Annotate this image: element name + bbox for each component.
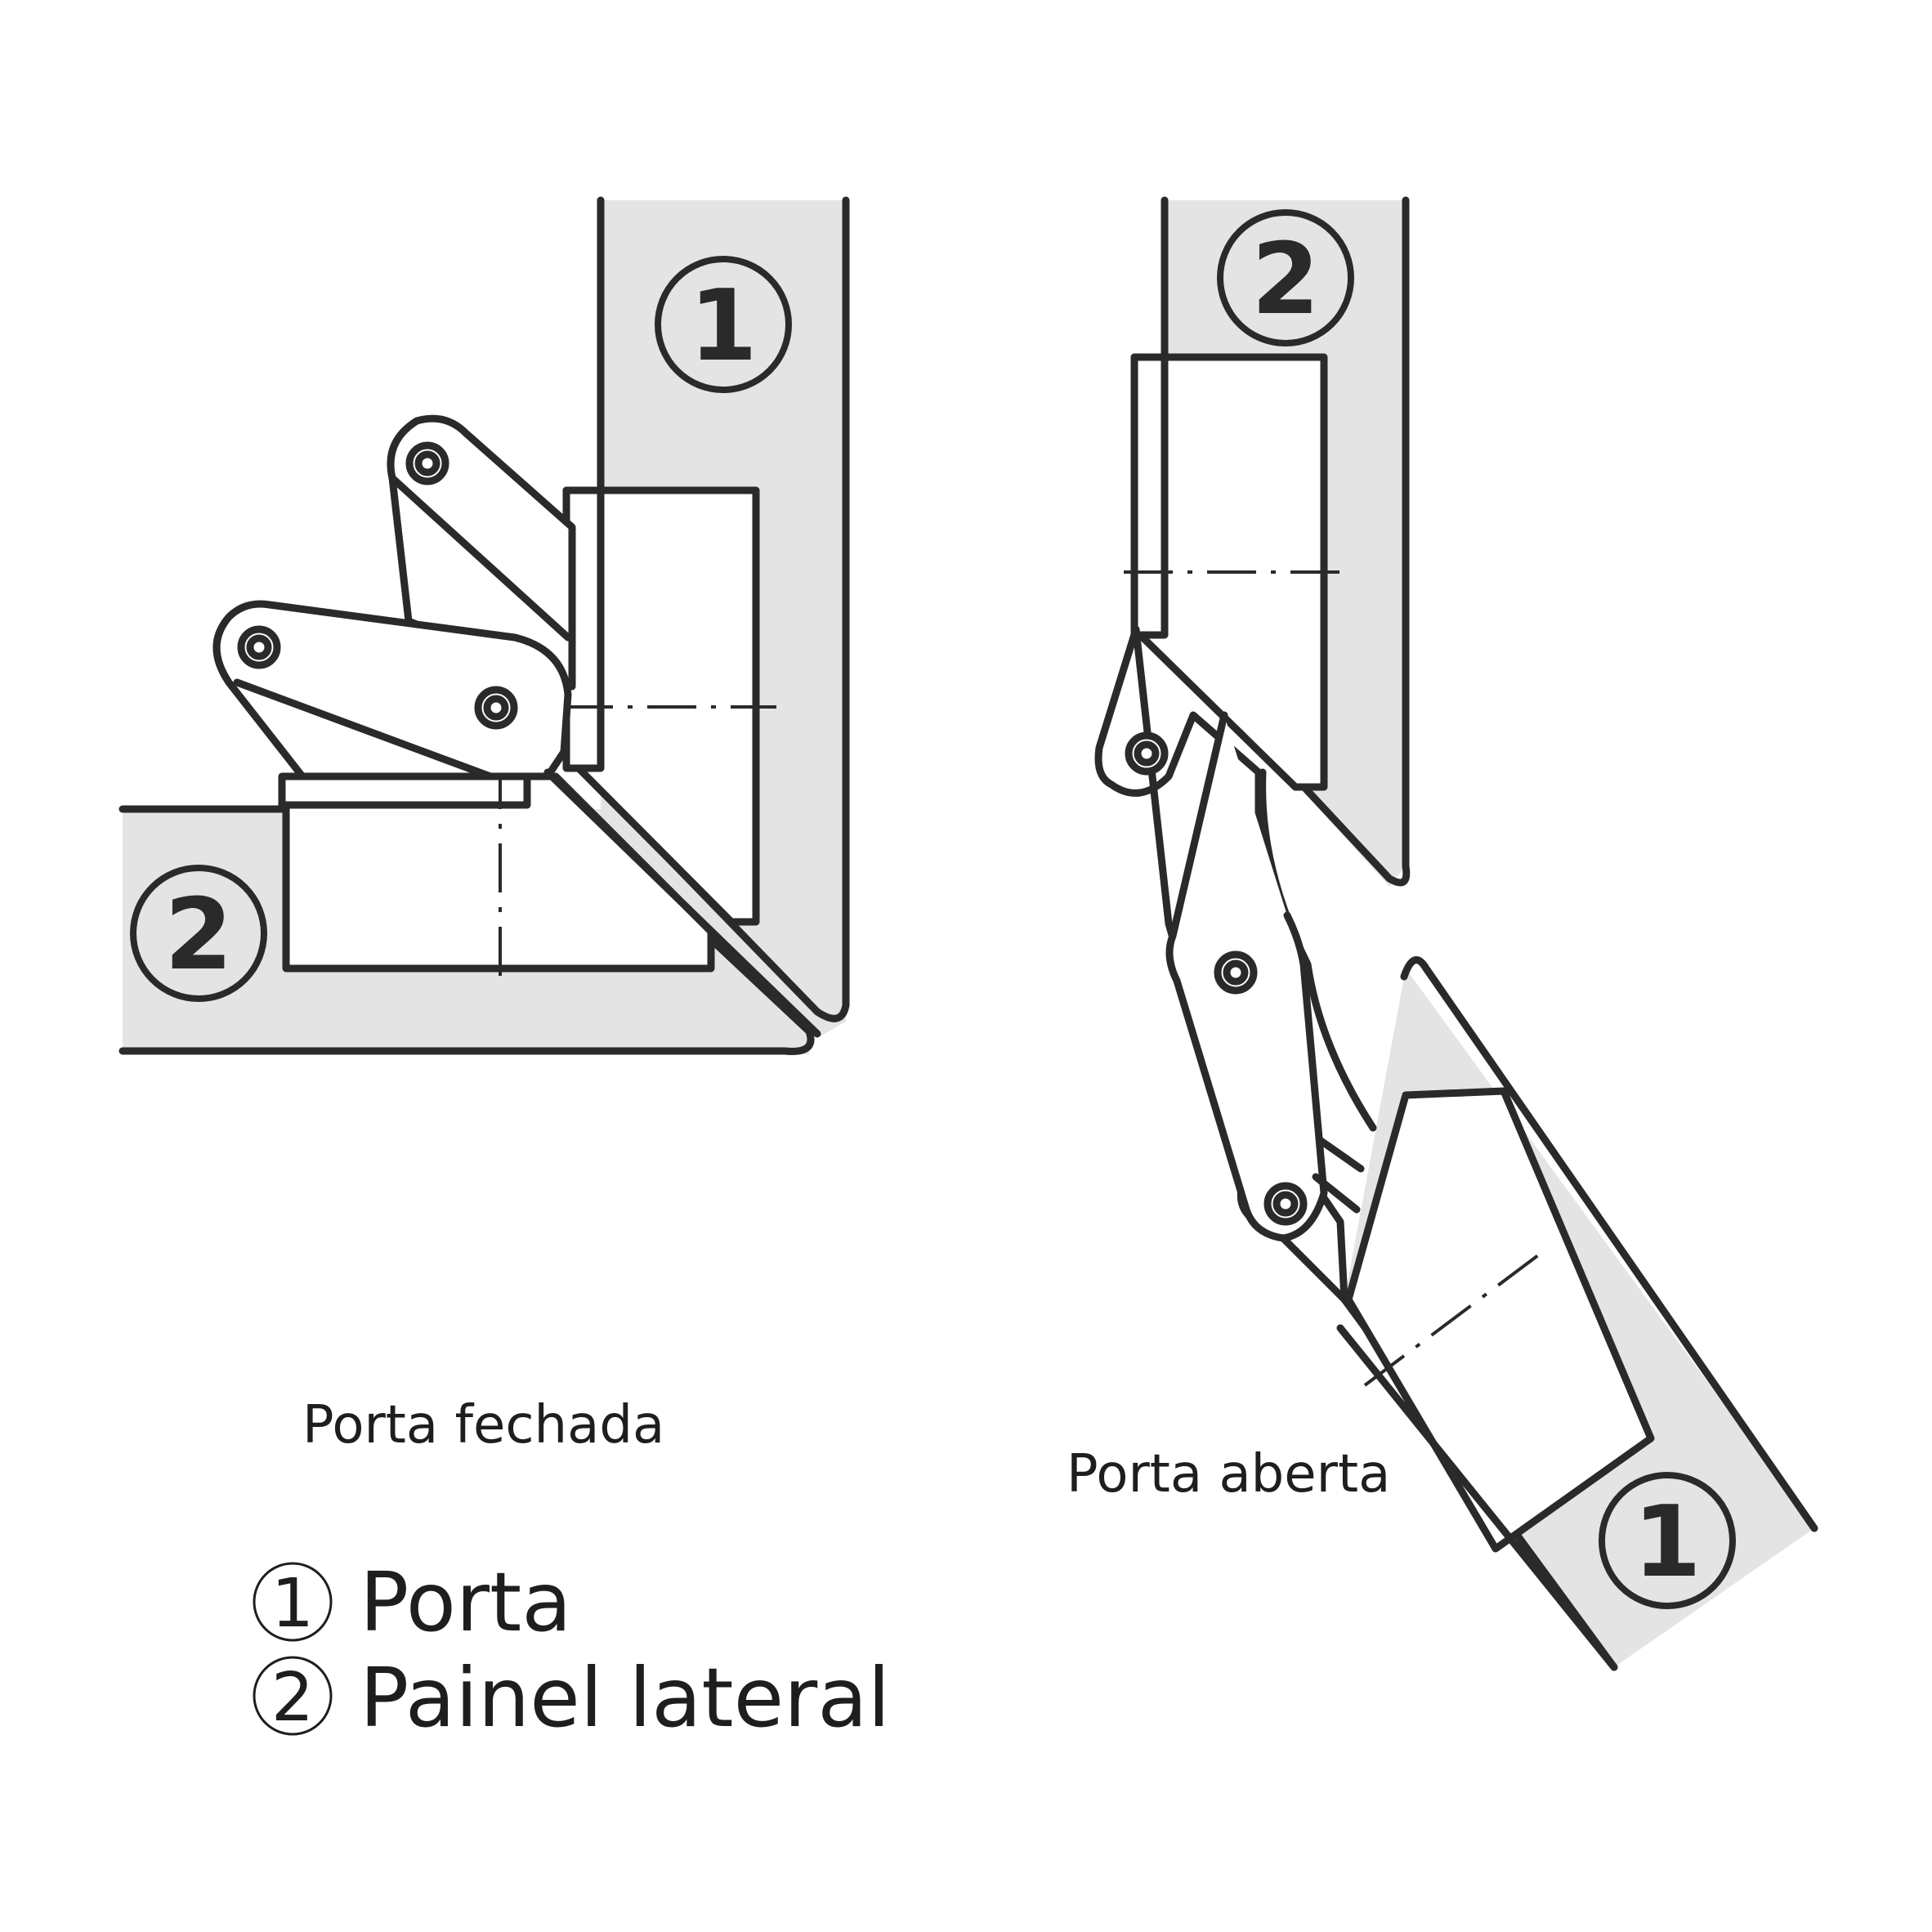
closed-pivot-1 — [405, 441, 449, 485]
closed-side-outline — [119, 805, 815, 1055]
svg-text:Porta: Porta — [360, 1554, 572, 1650]
open-arm-curve — [1259, 768, 1377, 1132]
closed-pivot-2 — [237, 625, 281, 669]
svg-text:1: 1 — [689, 270, 758, 383]
open-door-edge — [1336, 1324, 1618, 1671]
open-arm-link — [1312, 1136, 1365, 1214]
closed-pivot-3 — [474, 686, 518, 730]
closed-door-view — [119, 196, 850, 1055]
legend: 1 Porta 2 Painel lateral — [253, 1554, 890, 1746]
open-caption: Porta aberta — [1067, 1444, 1390, 1505]
closed-arm-link — [233, 678, 494, 780]
open-door-cup — [1344, 1087, 1655, 1553]
open-side-panel-badge: 2 — [1217, 209, 1354, 347]
svg-text:2: 2 — [164, 879, 233, 992]
svg-text:Painel lateral: Painel lateral — [360, 1650, 890, 1746]
svg-text:2: 2 — [271, 1659, 314, 1737]
closed-door-badge: 1 — [655, 256, 792, 393]
closed-side-panel-badge: 2 — [130, 865, 267, 1002]
closed-arm-upper — [387, 414, 576, 691]
closed-door-edge — [543, 768, 821, 1038]
closed-caption: Porta fechada — [302, 1395, 664, 1456]
svg-text:2: 2 — [1251, 223, 1320, 337]
open-pivot-3 — [1263, 1182, 1308, 1226]
svg-text:1: 1 — [271, 1565, 314, 1643]
open-pivot-1 — [1125, 731, 1169, 776]
closed-arm-diag — [388, 474, 572, 642]
closed-arm-lower — [212, 600, 572, 780]
open-door-badge: 1 — [1599, 1472, 1736, 1609]
legend-item-door: 1 Porta — [253, 1554, 572, 1650]
svg-text:1: 1 — [1633, 1486, 1702, 1599]
open-cup-plate — [1130, 353, 1169, 639]
closed-plate-strip — [278, 772, 531, 809]
closed-door-outline — [597, 196, 850, 1022]
legend-item-side-panel: 2 Painel lateral — [253, 1650, 890, 1746]
open-door-view — [1094, 196, 1818, 1671]
open-side-outline — [1161, 196, 1411, 887]
open-pivot-2 — [1214, 950, 1258, 995]
